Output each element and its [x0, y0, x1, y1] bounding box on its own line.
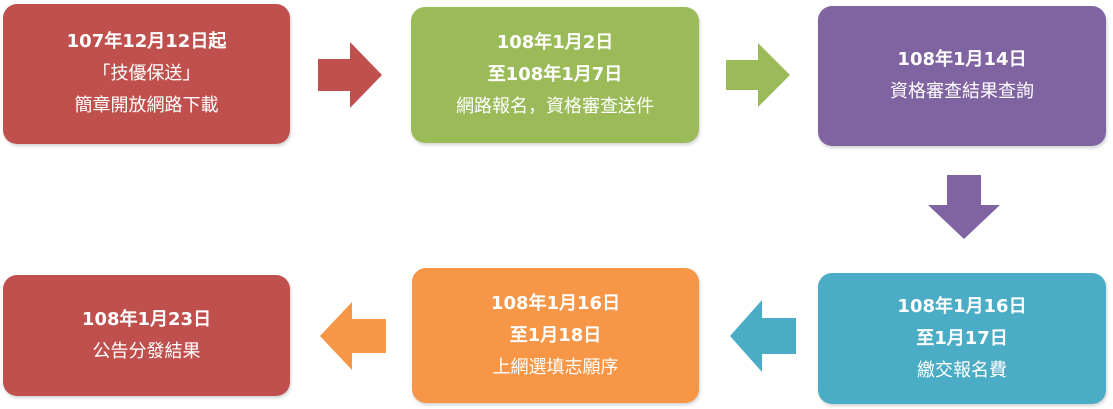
arrow-left-shape	[320, 302, 386, 370]
arrow-right-icon	[318, 42, 382, 108]
step-3-description: 資格審查結果查詢	[890, 81, 1034, 102]
step-5-date-range: 至1月18日	[509, 324, 602, 346]
arrow-left-icon	[320, 302, 386, 370]
step-5-date: 108年1月16日	[490, 292, 621, 314]
step-3-box: 108年1月14日 資格審查結果查詢	[818, 6, 1106, 146]
arrow-left-icon	[730, 300, 796, 372]
step-3-date: 108年1月14日	[897, 49, 1027, 70]
step-4-description: 繳交報名費	[917, 359, 1007, 381]
step-2-box: 108年1月2日 至108年1月7日 網路報名，資格審查送件	[411, 7, 699, 143]
step-1-date: 107年12月12日起	[66, 31, 227, 52]
step-2-description: 網路報名，資格審查送件	[456, 96, 654, 117]
step-4-date: 108年1月16日	[897, 295, 1027, 317]
step-5-box: 108年1月16日 至1月18日 上網選填志願序	[412, 268, 699, 403]
step-1-box: 107年12月12日起 「技優保送」 簡章開放網路下載	[3, 4, 290, 144]
step-5-description: 上網選填志願序	[492, 356, 619, 378]
step-6-description: 公告分發結果	[92, 340, 201, 362]
step-2-date: 108年1月2日	[496, 32, 614, 53]
arrow-left-shape	[730, 300, 796, 372]
step-4-date-range: 至1月17日	[916, 327, 1008, 349]
step-6-box: 108年1月23日 公告分發結果	[3, 275, 290, 396]
step-1-title: 「技優保送」	[92, 63, 201, 84]
arrow-right-icon	[726, 43, 790, 107]
arrow-down-icon	[928, 175, 1000, 239]
step-6-date: 108年1月23日	[81, 308, 212, 330]
step-1-description: 簡章開放網路下載	[74, 95, 219, 116]
arrow-right-shape	[726, 43, 790, 107]
arrow-down-shape	[928, 175, 1000, 239]
arrow-right-shape	[318, 42, 382, 108]
step-4-box: 108年1月16日 至1月17日 繳交報名費	[818, 273, 1106, 404]
step-2-date-range: 至108年1月7日	[487, 64, 623, 85]
